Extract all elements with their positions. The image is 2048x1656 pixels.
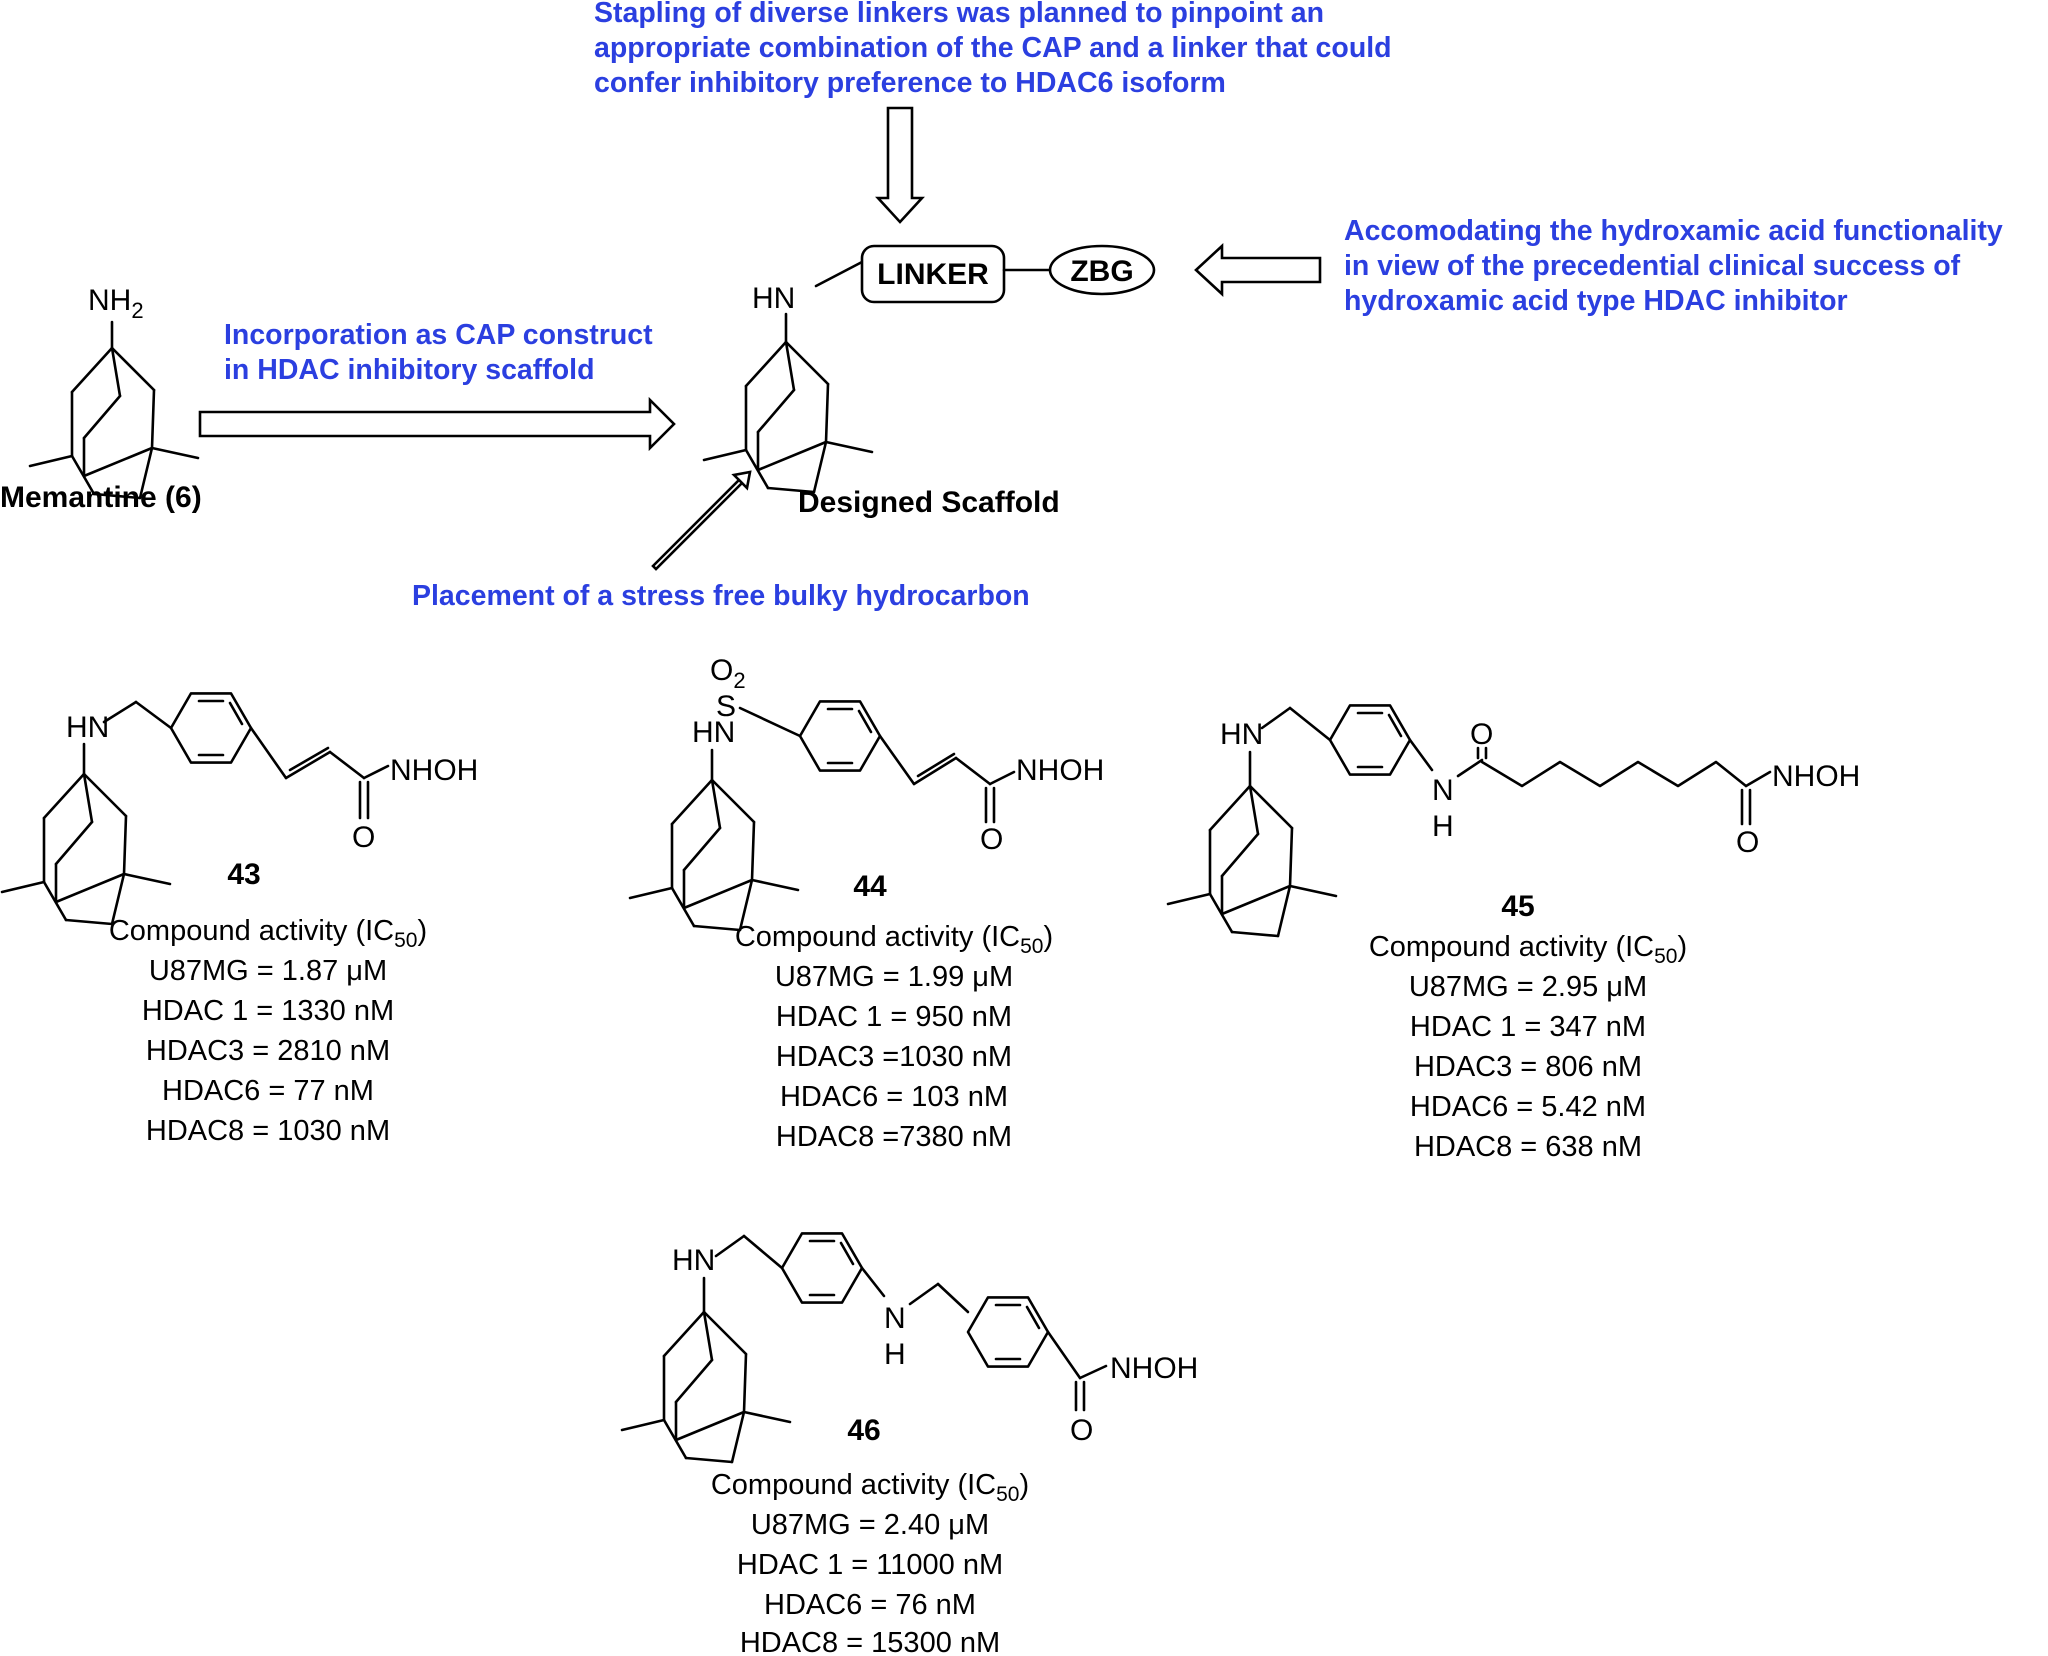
atom-hn: HN: [672, 1244, 715, 1277]
designed-scaffold-structure: HN LINKER ZBG: [702, 244, 1156, 494]
activity-value: HDAC8 = 1030 nM: [146, 1115, 390, 1147]
activity-value: U87MG = 2.95 μM: [1409, 971, 1647, 1003]
atom-nhoh: NHOH: [1110, 1352, 1198, 1385]
atom-nhoh: NHOH: [1016, 754, 1104, 787]
activity-title: Compound activity (IC50): [1369, 931, 1687, 968]
activity-title: Compound activity (IC50): [109, 915, 427, 952]
activity-value: HDAC3 = 806 nM: [1414, 1051, 1642, 1083]
activity-value: HDAC 1 = 950 nM: [776, 1001, 1012, 1033]
zbg-ellipse: [1048, 244, 1156, 296]
zbg-label: ZBG: [1070, 255, 1133, 288]
compound-44-structure: O2 S HN NHOH O: [628, 654, 1104, 932]
zbg-annotation: Accomodating the hydroxamic acid functio…: [1344, 215, 2003, 317]
atom-n: N: [1432, 774, 1454, 807]
compound-id: 44: [853, 870, 887, 903]
activity-value: HDAC6 = 76 nM: [764, 1589, 976, 1621]
activity-title: Compound activity (IC50): [711, 1469, 1029, 1506]
memantine-structure: NH2: [28, 284, 200, 500]
compound-45-activity: 45 Compound activity (IC50) U87MG = 2.95…: [1369, 890, 1687, 1163]
stapling-line-3: confer inhibitory preference to HDAC6 is…: [594, 67, 1226, 99]
linker-box: [860, 244, 1006, 304]
atom-o: O: [980, 823, 1003, 856]
compound-id: 43: [227, 858, 260, 891]
right-arrow: [198, 396, 676, 452]
memantine-nh2: NH2: [88, 284, 144, 323]
down-arrow: [875, 106, 925, 224]
atom-o: O: [1070, 1414, 1093, 1447]
activity-value: HDAC 1 = 347 nM: [1410, 1011, 1646, 1043]
atom-nhoh: NHOH: [1772, 760, 1860, 793]
zbg-line-3: hydroxamic acid type HDAC inhibitor: [1344, 285, 1848, 317]
activity-value: HDAC 1 = 11000 nM: [737, 1549, 1003, 1581]
atom-o: O: [1470, 718, 1493, 751]
activity-value: U87MG = 1.87 μM: [149, 955, 387, 987]
activity-value: HDAC6 = 5.42 nM: [1410, 1091, 1646, 1123]
atom-h: H: [884, 1338, 906, 1371]
compound-46-activity: 46 Compound activity (IC50) U87MG = 2.40…: [711, 1414, 1029, 1656]
compound-id: 45: [1501, 890, 1534, 923]
scaffold-hn: HN: [752, 282, 795, 315]
atom-hn: HN: [692, 716, 735, 749]
stapling-line-1: Stapling of diverse linkers was planned …: [594, 0, 1324, 29]
activity-value: HDAC3 = 2810 nM: [146, 1035, 390, 1067]
left-arrow: [1194, 243, 1322, 297]
diagonal-arrow: [651, 470, 752, 571]
atom-hn: HN: [66, 711, 109, 744]
activity-value: HDAC8 = 15300 nM: [740, 1627, 1000, 1656]
atom-nhoh: NHOH: [390, 754, 478, 787]
atom-o: O: [352, 821, 375, 854]
atom-o: O: [1736, 826, 1759, 859]
zbg-line-2: in view of the precedential clinical suc…: [1344, 250, 1961, 282]
cap-annotation: Incorporation as CAP construct in HDAC i…: [224, 319, 653, 386]
compound-46-structure: HN N H NHOH O: [620, 1232, 1198, 1464]
atom-n: N: [884, 1302, 906, 1335]
activity-title: Compound activity (IC50): [735, 921, 1053, 958]
designed-scaffold-label: Designed Scaffold: [798, 486, 1060, 519]
activity-value: U87MG = 1.99 μM: [775, 961, 1013, 993]
activity-value: HDAC3 =1030 nM: [776, 1041, 1012, 1073]
activity-value: HDAC8 = 638 nM: [1414, 1131, 1642, 1163]
placement-annotation: Placement of a stress free bulky hydroca…: [412, 580, 1030, 612]
compound-43-structure: HN NHOH O: [0, 692, 478, 926]
activity-value: HDAC 1 = 1330 nM: [142, 995, 394, 1027]
cap-line-2: in HDAC inhibitory scaffold: [224, 354, 595, 386]
activity-value: HDAC6 = 77 nM: [162, 1075, 374, 1107]
compound-44-activity: 44 Compound activity (IC50) U87MG = 1.99…: [735, 870, 1053, 1153]
atom-s: S: [716, 690, 736, 723]
atom-h: H: [1432, 810, 1454, 843]
memantine-label: Memantine (6): [0, 481, 202, 514]
zbg-line-1: Accomodating the hydroxamic acid functio…: [1344, 215, 2003, 247]
atom-hn: HN: [1220, 718, 1263, 751]
cap-line-1: Incorporation as CAP construct: [224, 319, 653, 351]
activity-value: HDAC6 = 103 nM: [780, 1081, 1008, 1113]
stapling-line-2: appropriate combination of the CAP and a…: [594, 32, 1392, 64]
activity-value: U87MG = 2.40 μM: [751, 1509, 989, 1541]
stapling-annotation: Stapling of diverse linkers was planned …: [594, 0, 1392, 99]
compound-43-activity: 43 Compound activity (IC50) U87MG = 1.87…: [109, 858, 427, 1147]
compound-id: 46: [847, 1414, 880, 1447]
atom-o2: O2: [710, 654, 746, 693]
linker-label: LINKER: [877, 258, 989, 291]
compound-45-structure: HN N H O NHOH O: [1166, 704, 1860, 938]
activity-value: HDAC8 =7380 nM: [776, 1121, 1012, 1153]
